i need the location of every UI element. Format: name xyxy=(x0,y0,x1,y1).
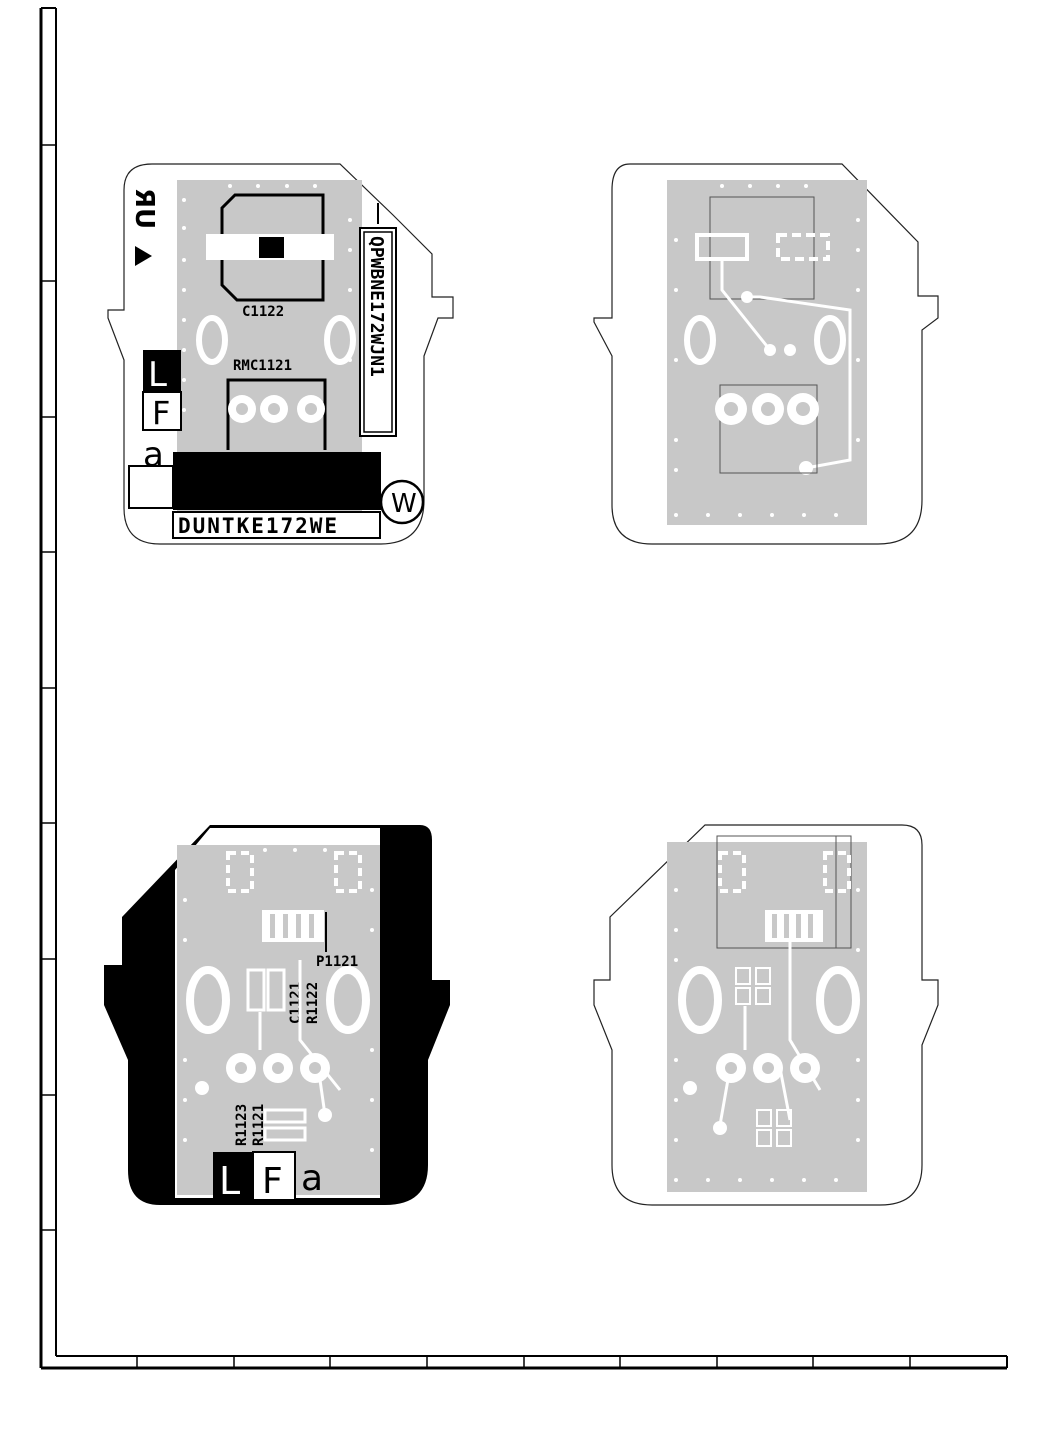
ref-cap-label: C1122 xyxy=(242,304,284,320)
box-L xyxy=(143,350,181,392)
part-number-vertical: QPWBNE172WJN1 xyxy=(366,236,387,377)
part-number-box xyxy=(359,227,397,437)
mark-w: W xyxy=(391,489,417,519)
solder-bar xyxy=(173,452,381,510)
board-bottom-right xyxy=(593,824,939,1206)
svg-text:L: L xyxy=(219,1159,240,1203)
ref-r1123-label: R1123 xyxy=(234,1104,250,1146)
cap-polarity-mark xyxy=(259,237,284,258)
ref-r1121-label: R1121 xyxy=(251,1104,267,1146)
copper-area xyxy=(667,842,867,1192)
via-dots xyxy=(182,184,352,412)
box-blank xyxy=(128,465,174,509)
part-number-bottom: DUNTKE172WE xyxy=(178,514,339,538)
oval-pad-left xyxy=(196,315,228,365)
ref-c-label: C1121 xyxy=(288,982,304,1024)
box-F xyxy=(252,1151,296,1201)
cap-footprint xyxy=(716,835,852,949)
copper-area xyxy=(177,845,380,1195)
via-dots xyxy=(674,184,860,517)
box-L xyxy=(213,1152,253,1200)
ref-p-label: P1121 xyxy=(316,954,358,970)
box-F xyxy=(142,391,182,431)
cap-outline xyxy=(220,193,325,302)
board-bottom-left: P1121 C1121 R1122 R1123 R1121 L F a xyxy=(104,825,450,1205)
ref-connector-label: RMC1121 xyxy=(233,358,292,374)
cap-footprint xyxy=(709,196,815,300)
svg-text:F: F xyxy=(152,394,170,432)
part-number-bottom-box xyxy=(172,511,381,539)
oval-pad-right xyxy=(324,315,356,365)
svg-text:L: L xyxy=(148,355,167,395)
ul-recognized-icon: ЯU xyxy=(129,188,159,266)
drawing-frame xyxy=(39,7,1008,1370)
board-top-right xyxy=(593,163,939,545)
board-top-left: C1122 RMC1121 QPWBNE172WJN1 ЯU L F a W xyxy=(107,163,454,545)
svg-text:ЯU: ЯU xyxy=(129,188,159,229)
via-dots xyxy=(183,848,374,1152)
ref-r1122-label: R1122 xyxy=(305,982,321,1024)
mark-w-circle xyxy=(379,479,425,525)
via-dots xyxy=(674,888,860,1182)
svg-text:F: F xyxy=(262,1161,283,1202)
mark-a: a xyxy=(301,1158,323,1199)
connector-outline xyxy=(226,378,327,450)
